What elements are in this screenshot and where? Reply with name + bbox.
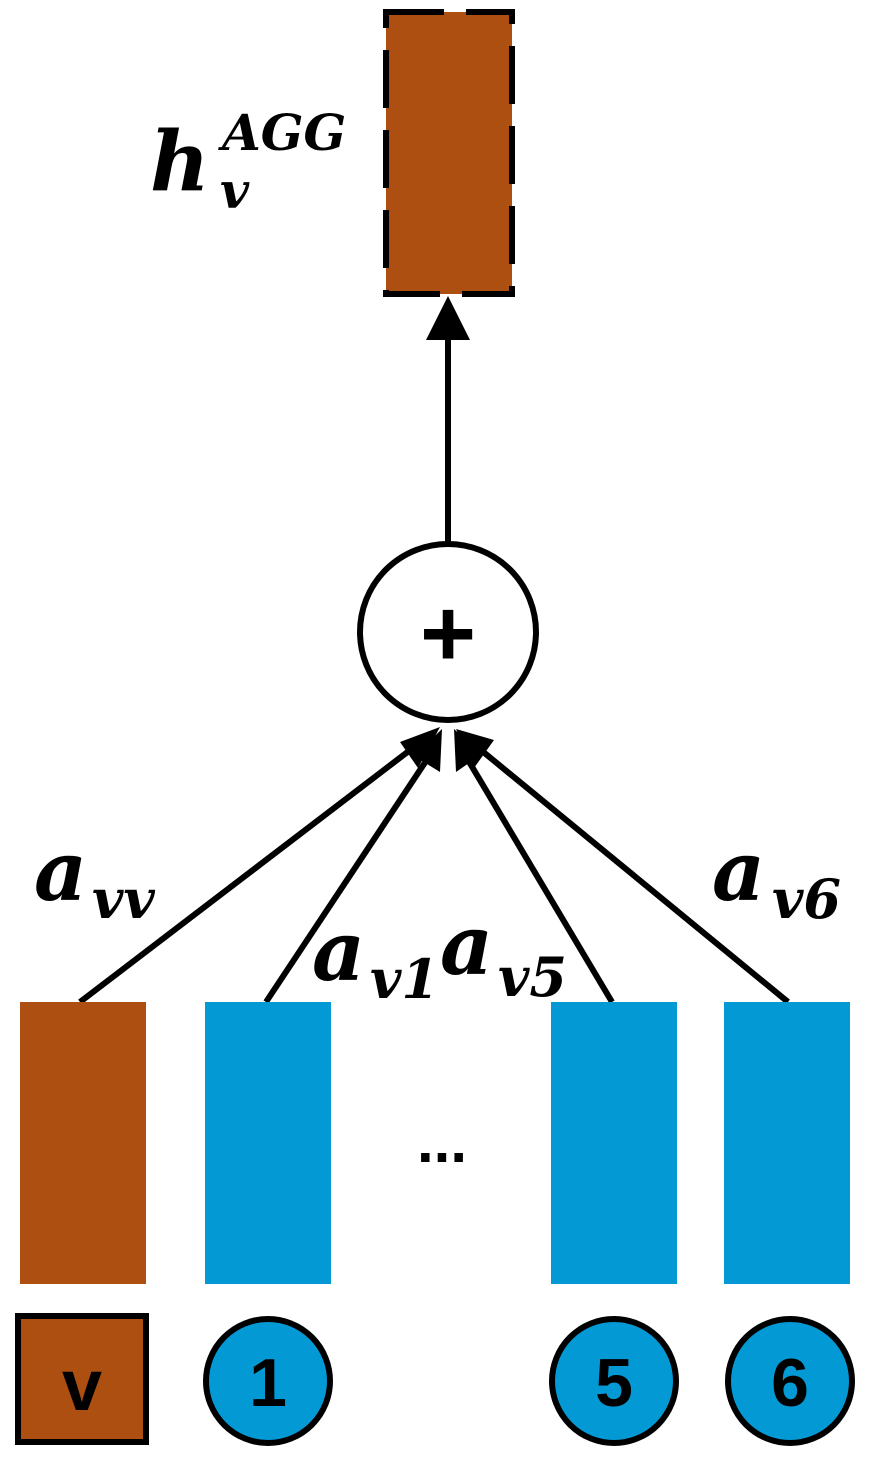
sum-symbol: + xyxy=(420,580,476,687)
node-5-label: 5 xyxy=(595,1345,633,1421)
feature-vector-v xyxy=(20,1002,146,1284)
edge-label-vv: a vv xyxy=(34,824,155,931)
edge-vv-arrowhead xyxy=(400,727,440,768)
node-6-label: 6 xyxy=(771,1345,809,1421)
edge-vv xyxy=(78,741,420,1005)
output-arrowhead xyxy=(426,296,470,340)
edge-v5 xyxy=(465,758,615,1004)
feature-vector-1 xyxy=(205,1002,331,1284)
node-v xyxy=(15,1313,149,1445)
edge-v6-arrowhead xyxy=(456,729,494,768)
node-1-label: 1 xyxy=(249,1345,287,1421)
edge-label-v6: a v6 xyxy=(712,824,841,931)
aggregated-vector xyxy=(386,12,512,294)
sum-operator xyxy=(357,541,539,723)
feature-vector-5 xyxy=(551,1002,677,1284)
feature-vector-6 xyxy=(724,1002,850,1284)
edge-v6 xyxy=(474,743,790,1005)
ellipsis: ... xyxy=(417,1108,467,1175)
edge-v1-arrowhead xyxy=(414,729,442,772)
edge-label-v5: a v5 xyxy=(440,898,567,1009)
node-5 xyxy=(549,1316,679,1446)
edge-label-v1: a v1 xyxy=(312,904,439,1011)
node-6 xyxy=(725,1316,855,1446)
node-v-label: v xyxy=(62,1346,102,1426)
node-1 xyxy=(203,1316,333,1446)
output-label: h AGG v xyxy=(150,103,352,220)
edge-v1 xyxy=(263,756,431,1004)
aggregated-vector-border xyxy=(383,9,515,297)
